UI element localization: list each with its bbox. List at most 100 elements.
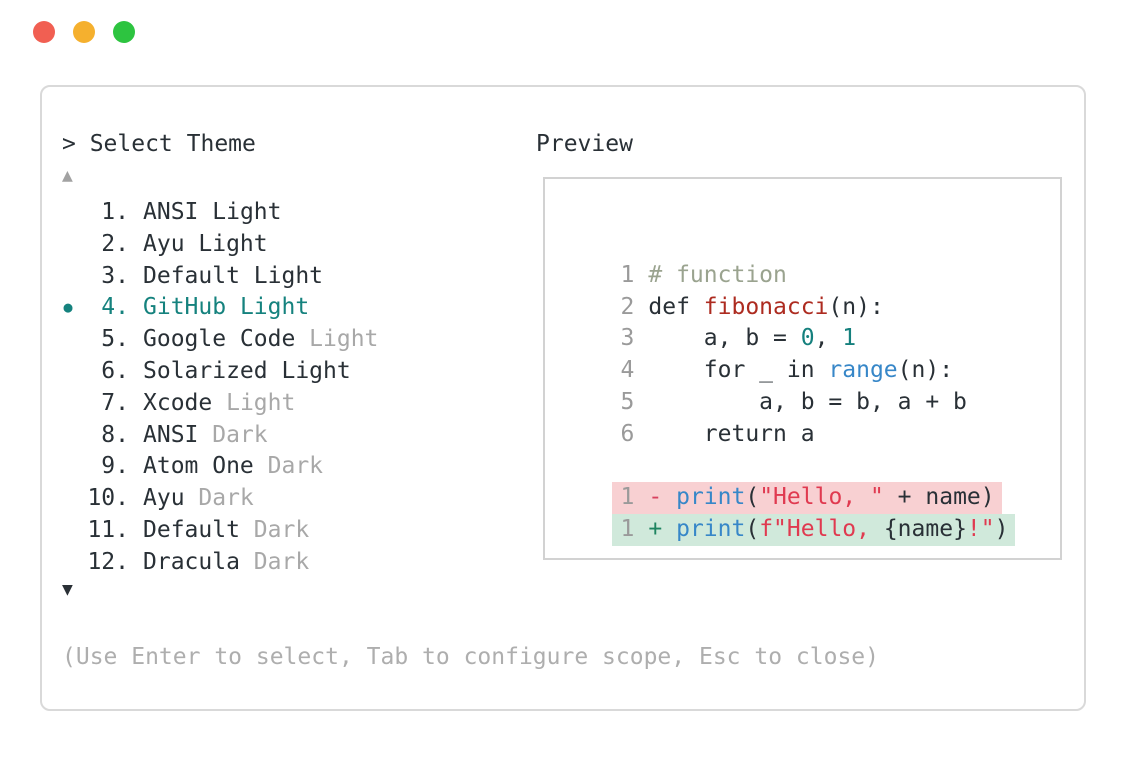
theme-number: 12.: [87, 548, 129, 575]
theme-name: Solarized: [143, 357, 282, 384]
theme-list-item[interactable]: 3. Default Light: [42, 261, 522, 293]
theme-variant: Dark: [267, 453, 324, 480]
theme-variant: Light: [239, 294, 310, 321]
token-plain: for _ in: [648, 357, 829, 384]
theme-name: Ayu: [143, 230, 199, 257]
theme-name: ANSI: [143, 421, 213, 448]
token-plain: {name}: [883, 516, 967, 543]
theme-list-item[interactable]: 11. Default Dark: [42, 515, 522, 547]
line-number: 2: [620, 293, 635, 320]
code-line: 4 for _ in range(n):: [565, 323, 1015, 383]
token-plain: ,: [814, 325, 843, 352]
theme-name: Ayu: [143, 485, 199, 512]
theme-list-item[interactable]: 1. ANSI Light: [42, 197, 522, 229]
code-line: 2 def fibonacci(n):: [565, 260, 1015, 320]
code-line: 6 return a: [565, 387, 1015, 447]
token-plain: a, b =: [648, 325, 801, 352]
code-tokens: - print("Hello, " + name): [648, 484, 994, 510]
code-tokens: return a: [648, 420, 815, 447]
code-line: 5 a, b = b, a + b: [565, 355, 1015, 415]
theme-name: ANSI: [143, 199, 213, 225]
token-plain: return a: [648, 420, 815, 447]
theme-number: 4.: [101, 294, 129, 321]
token-number: 0: [800, 325, 815, 352]
zoom-button[interactable]: [113, 21, 135, 43]
theme-list-item[interactable]: 2. Ayu Light: [42, 229, 522, 261]
theme-number: 11.: [87, 516, 129, 543]
theme-number: 8.: [101, 421, 129, 448]
code-line: 1 + print(f"Hello, {name}!"): [565, 482, 1016, 546]
line-number: 1: [620, 484, 635, 511]
code-line: 1- print("Hello, " + name): [565, 451, 1015, 515]
token-plain: def: [648, 293, 704, 320]
code-tokens: + print(f"Hello, {name}!"): [648, 516, 1008, 542]
theme-variant: Dark: [253, 548, 310, 575]
code-tokens: a, b = b, a + b: [648, 389, 967, 415]
theme-variant: Light: [309, 326, 379, 353]
line-number: 1: [620, 516, 635, 543]
scroll-down-icon[interactable]: ▼: [62, 579, 73, 600]
token-builtin: range: [828, 357, 898, 384]
token-string: !": [966, 516, 995, 543]
line-number: 4: [620, 357, 635, 384]
selected-bullet-icon: ●: [63, 298, 73, 317]
code-tokens: def fibonacci(n):: [648, 294, 883, 320]
code-tokens: for _ in range(n):: [648, 357, 953, 383]
theme-variant: Light: [226, 389, 296, 416]
theme-variant: Light: [198, 230, 268, 257]
theme-list-item[interactable]: 8. ANSI Dark: [42, 420, 522, 452]
token-plain: (n):: [828, 293, 884, 320]
theme-number: 2.: [101, 230, 129, 257]
theme-number: 7.: [101, 389, 129, 416]
theme-variant: Dark: [212, 421, 268, 448]
token-plain: (: [745, 484, 760, 511]
token-plain: + name): [883, 484, 995, 511]
line-number: 3: [620, 325, 635, 352]
theme-name: Xcode: [143, 389, 227, 416]
code-line: 3 a, b = 0, 1: [565, 292, 1015, 351]
theme-number: 1.: [101, 199, 129, 225]
theme-list-item[interactable]: 12. Dracula Dark: [42, 547, 522, 579]
theme-list: 1. ANSI Light 2. Ayu Light 3. Default Li…: [42, 197, 522, 579]
theme-name: GitHub: [143, 294, 240, 321]
theme-list-item[interactable]: 9. Atom One Dark: [42, 451, 522, 483]
theme-number: 5.: [101, 326, 129, 353]
token-plain: a, b = b, a + b: [648, 388, 967, 415]
theme-list-item[interactable]: ● 4. GitHub Light: [42, 292, 522, 324]
theme-variant: Light: [253, 262, 324, 289]
code-tokens: # function: [648, 262, 786, 288]
preview-title: Preview: [536, 131, 633, 157]
token-string: "Hello, ": [759, 484, 884, 511]
select-theme-prompt: > Select Theme: [62, 131, 256, 157]
token-minus: -: [648, 484, 677, 511]
line-number: 1: [620, 261, 635, 288]
token-builtin: print: [676, 516, 746, 543]
theme-variant: Light: [281, 357, 351, 384]
theme-variant: Dark: [198, 485, 254, 512]
theme-list-item[interactable]: 6. Solarized Light: [42, 356, 522, 388]
theme-name: Atom One: [143, 453, 268, 480]
keyboard-hint: (Use Enter to select, Tab to configure s…: [62, 644, 879, 670]
token-comment: # function: [648, 261, 787, 288]
token-builtin: print: [676, 484, 746, 511]
scroll-up-icon[interactable]: ▲: [62, 165, 73, 186]
token-plain: (n):: [897, 357, 954, 384]
token-plain: (: [745, 516, 760, 543]
theme-list-item[interactable]: 10. Ayu Dark: [42, 483, 522, 515]
minimize-button[interactable]: [73, 21, 95, 43]
theme-list-item[interactable]: 5. Google Code Light: [42, 324, 522, 356]
theme-number: 9.: [101, 453, 129, 480]
theme-list-item[interactable]: 7. Xcode Light: [42, 388, 522, 420]
theme-number: 3.: [101, 262, 129, 289]
theme-variant: Dark: [253, 516, 310, 543]
code-line: 1 # function: [565, 228, 1015, 288]
window-controls: [33, 21, 135, 43]
close-button[interactable]: [33, 21, 55, 43]
theme-number: 10.: [87, 485, 129, 512]
token-func: fibonacci: [703, 293, 829, 320]
token-number: 1: [842, 325, 857, 352]
token-plain: ): [994, 516, 1009, 543]
token-plus: +: [648, 516, 677, 543]
